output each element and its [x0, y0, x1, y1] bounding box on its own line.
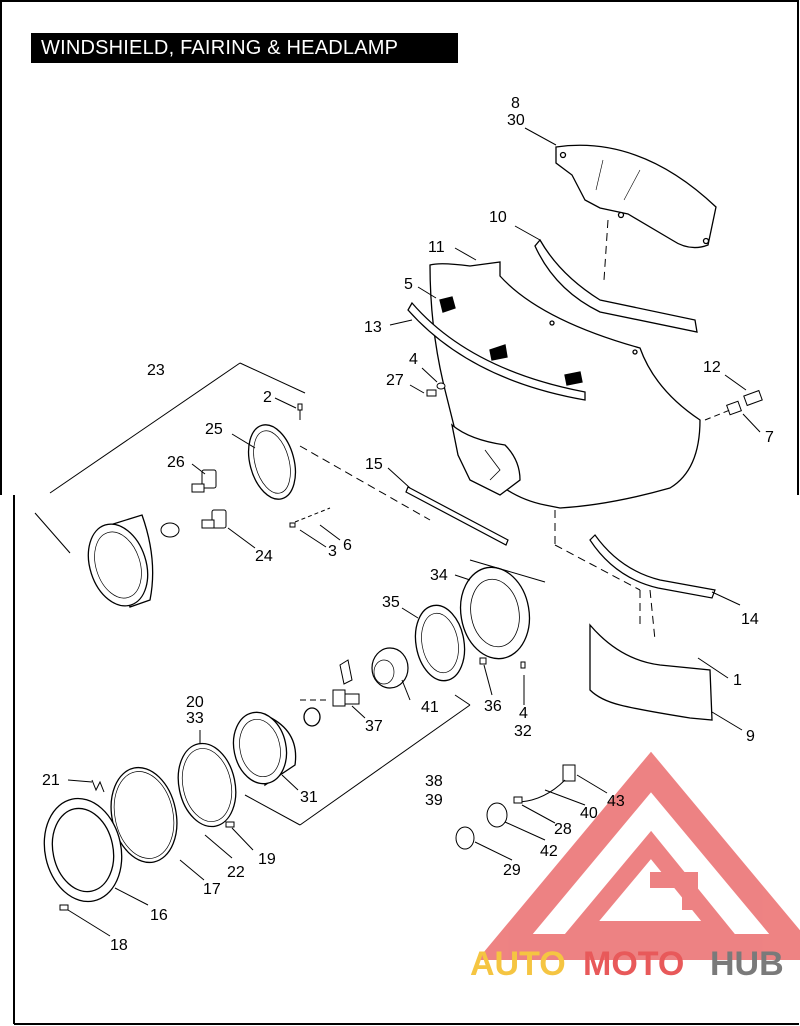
trim-strip: [534, 238, 698, 333]
watermark-text-hub: HUB: [710, 945, 784, 983]
screw-assembly: [726, 389, 763, 416]
callout-7: 7: [765, 429, 774, 446]
callout-42: 42: [540, 843, 558, 860]
watermark-logo: [477, 751, 800, 960]
callout-numbers: 1 2 3 4 4 5 6 7 8 9 10 11 12 13 14 15 16…: [42, 95, 774, 954]
callout-38: 38: [425, 773, 443, 790]
callout-10: 10: [489, 209, 507, 226]
callout-4a: 4: [409, 351, 418, 368]
callout-19: 19: [258, 851, 276, 868]
small-hardware: [59, 403, 526, 911]
callout-14: 14: [741, 611, 759, 628]
wiring-harness: [455, 764, 576, 850]
callout-43: 43: [607, 793, 625, 810]
sealed-beam-31: [232, 707, 321, 787]
watermark-text-auto: AUTO: [470, 945, 566, 983]
callout-28: 28: [554, 821, 572, 838]
callout-2: 2: [263, 389, 272, 406]
callout-24: 24: [255, 548, 273, 565]
callout-12: 12: [703, 359, 721, 376]
callout-4b: 4: [519, 705, 528, 722]
bulb-26: [191, 469, 217, 493]
callout-21: 21: [42, 772, 60, 789]
trim-door-16: [43, 797, 123, 903]
callout-26: 26: [167, 454, 185, 471]
callout-1: 1: [733, 672, 742, 689]
page-title: WINDSHIELD, FAIRING & HEADLAMP: [31, 33, 458, 63]
callout-33: 33: [186, 710, 204, 727]
callout-31: 31: [300, 789, 318, 806]
callout-35: 35: [382, 594, 400, 611]
callout-39: 39: [425, 792, 443, 809]
callout-40: 40: [580, 805, 598, 822]
retaining-ring-20: [177, 742, 237, 828]
gasket-strip: [407, 301, 586, 401]
callout-11: 11: [428, 239, 445, 256]
ring-35: [414, 604, 466, 682]
callout-9: 9: [746, 728, 755, 745]
lower-skirt-9: [589, 623, 713, 721]
mounting-rod-15: [405, 486, 509, 546]
group-23-bracket: [34, 362, 306, 554]
callout-20: 20: [186, 694, 204, 711]
callout-34: 34: [430, 567, 448, 584]
bulb-37: [332, 659, 360, 707]
callout-17: 17: [203, 881, 221, 898]
callout-23: 23: [147, 362, 165, 379]
callout-15: 15: [365, 456, 383, 473]
callout-32: 32: [514, 723, 532, 740]
trim-ring-25: [247, 424, 297, 500]
headlamp-bucket: [87, 514, 154, 608]
callout-18: 18: [110, 937, 128, 954]
callout-13: 13: [364, 319, 382, 336]
windshield: [555, 144, 717, 249]
callout-36: 36: [484, 698, 502, 715]
group-38-bracket: [244, 694, 471, 826]
callout-6: 6: [343, 537, 352, 554]
callout-25: 25: [205, 421, 223, 438]
callout-3: 3: [328, 543, 337, 560]
watermark-text-moto: MOTO: [583, 945, 684, 983]
bracket-14: [589, 534, 716, 599]
callout-16: 16: [150, 907, 168, 924]
callout-5: 5: [404, 276, 413, 293]
callout-8: 8: [511, 95, 520, 112]
callout-37: 37: [365, 718, 383, 735]
callout-29: 29: [503, 862, 521, 879]
callout-22: 22: [227, 864, 245, 881]
callout-30: 30: [507, 112, 525, 129]
housing-34: [459, 566, 531, 660]
fastener-washer: [426, 382, 446, 397]
leader-lines: [67, 127, 761, 937]
outer-fairing: [429, 261, 701, 509]
bulb-24: [160, 509, 227, 538]
callout-27: 27: [386, 372, 404, 389]
callout-41: 41: [421, 699, 439, 716]
socket-41: [371, 647, 409, 689]
